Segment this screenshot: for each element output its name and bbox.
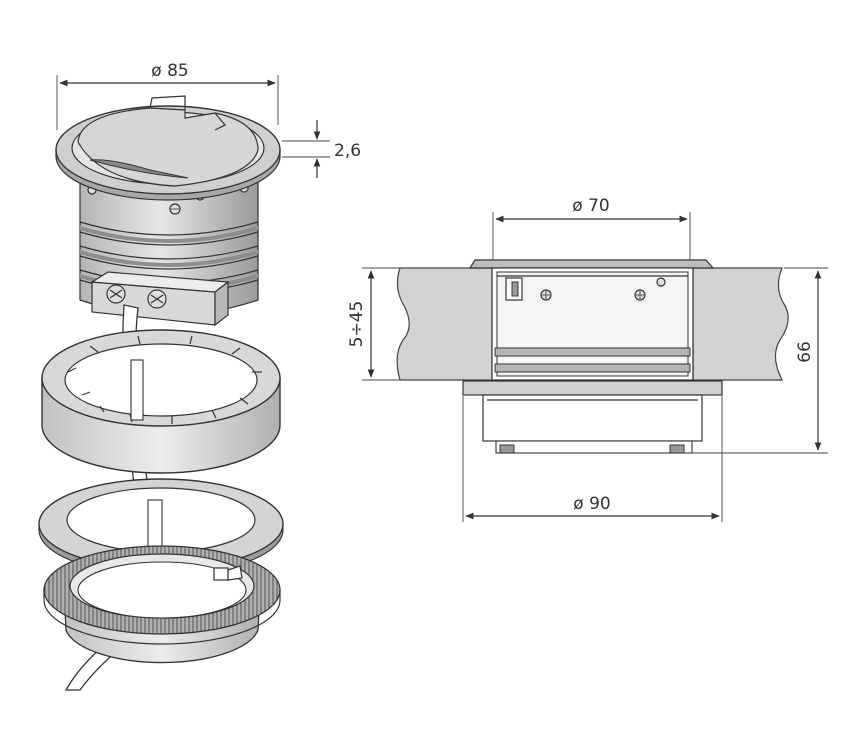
dimension-bottom-diameter: ø 90 <box>462 396 723 522</box>
desk-panel-right <box>692 267 789 381</box>
label-total-height: 66 <box>795 341 815 363</box>
terminal-block <box>90 271 230 327</box>
label-inner-diameter: ø 70 <box>572 196 609 216</box>
dimension-top-diameter: ø 85 <box>56 61 279 130</box>
knurled-nut <box>43 545 281 664</box>
section-housing <box>491 267 694 381</box>
dimension-panel-thickness: 5÷45 <box>347 267 402 381</box>
exploded-view: ø 85 2,6 <box>38 61 361 691</box>
dimension-inner-diameter: ø 70 <box>492 196 691 262</box>
dimension-total-height: 66 <box>690 267 828 454</box>
desk-panel-left <box>396 267 493 381</box>
label-flange-thickness: 2,6 <box>334 141 361 161</box>
spacer-ring <box>41 329 281 474</box>
washer-ring <box>38 478 284 576</box>
label-panel-thickness: 5÷45 <box>347 301 367 348</box>
dimension-flange-thickness: 2,6 <box>282 120 361 178</box>
label-bottom-diameter: ø 90 <box>573 494 610 514</box>
section-nut <box>462 380 723 454</box>
section-flange <box>468 259 715 269</box>
top-flange <box>55 95 281 201</box>
section-view: ø 70 5÷45 <box>347 196 828 522</box>
label-top-diameter: ø 85 <box>151 61 188 81</box>
